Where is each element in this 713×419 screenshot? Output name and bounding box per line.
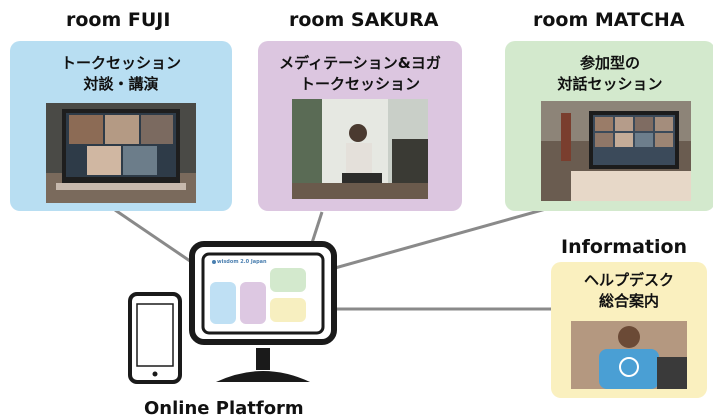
laptop-video-call-image	[46, 103, 196, 203]
smartphone-icon	[128, 292, 182, 384]
room-matcha-title: room MATCHA	[533, 9, 685, 31]
screen-block-info	[270, 298, 306, 322]
room-sakura-title: room SAKURA	[289, 9, 439, 31]
helpdesk-staff-image	[571, 321, 687, 389]
room-matcha-line1: 参加型の	[579, 54, 640, 72]
room-matcha-photo	[541, 101, 691, 201]
information-line1: ヘルプデスク	[583, 271, 674, 289]
platform-label: Online Platform	[144, 398, 304, 419]
information-line2: 総合案内	[598, 292, 659, 310]
room-matcha-card[interactable]: 参加型の 対話セッション	[505, 41, 713, 211]
room-matcha-line2: 対話セッション	[557, 75, 663, 93]
room-sakura-line2: トークセッション	[299, 75, 420, 93]
room-fuji-photo	[46, 103, 196, 203]
laptop-meeting-image	[541, 101, 691, 201]
screen-block-sakura	[240, 282, 266, 324]
screen-block-fuji	[210, 282, 236, 324]
meditation-room-image	[292, 99, 428, 199]
room-fuji-line2: 対談・講演	[83, 75, 159, 93]
room-fuji-card[interactable]: トークセッション 対談・講演	[10, 41, 232, 211]
room-sakura-line1: メディテーション&ヨガ	[279, 54, 441, 72]
screen-block-matcha	[270, 268, 306, 292]
information-photo	[571, 321, 687, 389]
information-card[interactable]: ヘルプデスク 総合案内	[551, 262, 707, 398]
platform-logo: wisdom 2.0 Japan	[217, 259, 267, 265]
information-title: Information	[561, 236, 688, 258]
room-fuji-line1: トークセッション	[60, 54, 181, 72]
connector-matcha	[309, 203, 561, 277]
desktop-monitor-icon	[189, 241, 337, 382]
room-sakura-photo	[292, 99, 428, 199]
room-sakura-card[interactable]: メディテーション&ヨガ トークセッション	[258, 41, 462, 211]
room-fuji-title: room FUJI	[66, 9, 171, 31]
